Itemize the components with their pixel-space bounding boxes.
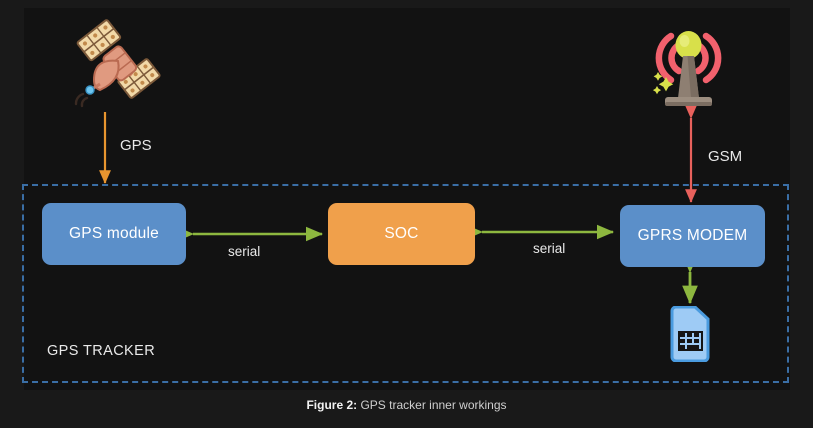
- link-label-gps: GPS: [120, 137, 152, 154]
- node-soc[interactable]: SOC: [328, 203, 475, 265]
- sim-card-icon: [669, 305, 711, 363]
- gps-tracker-enclosure: [22, 184, 789, 383]
- satellite-icon: [70, 18, 162, 110]
- link-label-serial-right: serial: [533, 241, 566, 256]
- enclosure-label: GPS TRACKER: [47, 343, 156, 359]
- node-gprs-modem[interactable]: GPRS MODEM: [620, 205, 765, 267]
- node-gps-module[interactable]: GPS module: [42, 203, 186, 265]
- figure-caption: Figure 2: GPS tracker inner workings: [0, 398, 813, 412]
- figure-caption-text: GPS tracker inner workings: [360, 398, 507, 412]
- link-label-gsm: GSM: [708, 148, 743, 165]
- link-label-serial-left: serial: [228, 244, 261, 259]
- antenna-tower-icon: [636, 14, 740, 114]
- figure-number: Figure 2:: [306, 398, 358, 412]
